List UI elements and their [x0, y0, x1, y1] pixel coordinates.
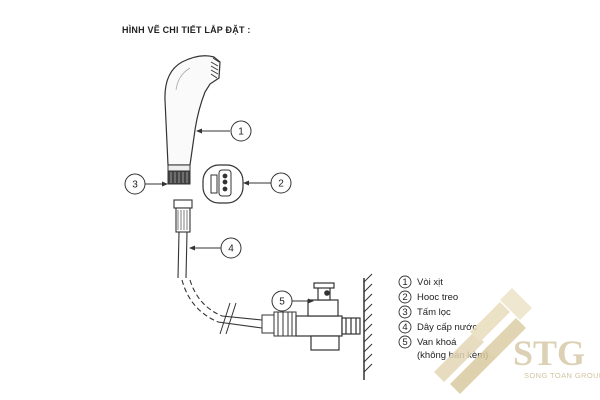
- callout-4: 4: [189, 237, 242, 259]
- callout-3: 3: [124, 173, 168, 195]
- legend-number-4: 4: [402, 322, 407, 333]
- wall-holder: [202, 164, 244, 204]
- spray-head: [164, 55, 221, 166]
- callout-1: 1: [196, 120, 252, 142]
- legend-item-1: 1 Vòi xịt: [398, 275, 443, 289]
- legend-number-3: 3: [402, 307, 407, 318]
- callout-1-number: 1: [238, 127, 244, 138]
- logo-mark: [434, 288, 532, 394]
- legend-item-2: 2 Hooc treo: [398, 290, 458, 304]
- callout-4-number: 4: [228, 244, 234, 255]
- angle-valve: [295, 282, 361, 351]
- spray-head-neck: [167, 164, 191, 185]
- logo-subtitle: SONG TOAN GROUP: [524, 371, 600, 380]
- diagram-title: HÌNH VẼ CHI TIẾT LẮP ĐẶT :: [122, 25, 251, 35]
- water-hose: [173, 199, 263, 335]
- wall: [363, 273, 373, 380]
- legend-item-5: 5 Van khoá: [398, 335, 457, 349]
- legend-label-1: Vòi xịt: [417, 277, 443, 288]
- legend-number-2: 2: [402, 292, 407, 303]
- legend-item-4: 4 Dây cấp nước: [398, 320, 477, 334]
- legend-number-1: 1: [402, 277, 407, 288]
- legend-label-4: Dây cấp nước: [417, 322, 477, 333]
- callout-5-number: 5: [279, 297, 285, 308]
- hose-nut: [261, 311, 297, 337]
- legend-label-5: Van khoá: [417, 337, 457, 348]
- logo-brand: STG: [513, 333, 585, 373]
- legend-number-5: 5: [402, 337, 407, 348]
- callout-2: 2: [243, 172, 292, 194]
- legend-label-3: Tấm lọc: [417, 307, 451, 318]
- callout-3-number: 3: [132, 180, 138, 191]
- legend-item-3: 3 Tấm lọc: [398, 305, 451, 319]
- callout-2-number: 2: [278, 179, 284, 190]
- callout-5: 5: [271, 290, 314, 312]
- watermark-logo: STG SONG TOAN GROUP: [434, 288, 600, 394]
- legend-label-2: Hooc treo: [417, 292, 458, 303]
